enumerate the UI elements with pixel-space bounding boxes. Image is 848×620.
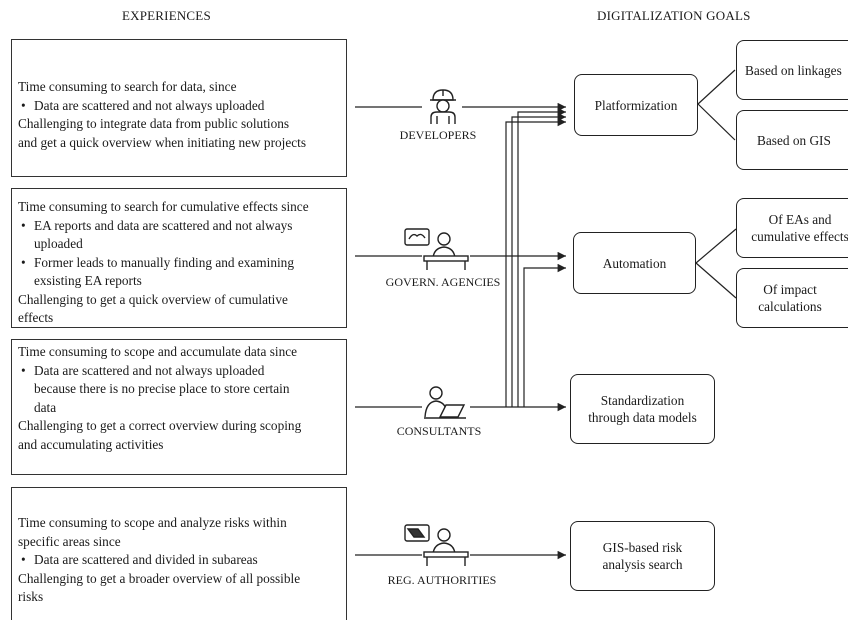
subgoal-eas-cumulative-effects: Of EAs and cumulative effects	[736, 198, 848, 258]
subgoal-based-on-linkages: Based on linkages	[736, 40, 848, 100]
goal-gis-risk-analysis: GIS-based risk analysis search	[570, 521, 715, 591]
subgoal-impact-calculations: Of impact calculations	[736, 268, 848, 328]
experience-text-line: Time consuming to search for data, since	[18, 79, 237, 94]
actor-label-developers: DEVELOPERS	[399, 128, 477, 142]
goals-header: DIGITALIZATION GOALS	[597, 8, 751, 23]
experience-text-line: risks	[18, 589, 44, 604]
bullet-item: Data are scattered and not always upload…	[18, 362, 340, 381]
experience-text-line: because there is no precise place to sto…	[34, 381, 290, 396]
experience-box-government-agencies: Time consuming to search for cumulative …	[11, 188, 347, 328]
government-agent-desk-icon	[404, 228, 469, 270]
actor-label-government-agencies: GOVERN. AGENCIES	[385, 275, 501, 289]
developer-hardhat-icon	[430, 89, 456, 124]
goal-platformization: Platformization	[574, 74, 698, 136]
goal-standardization: Standardization through data models	[570, 374, 715, 444]
consultant-laptop-icon	[424, 386, 466, 419]
experience-text-line: uploaded	[34, 236, 83, 251]
subgoal-based-on-gis: Based on GIS	[736, 110, 848, 170]
experience-text-line: Time consuming to search for cumulative …	[18, 199, 309, 214]
bullet-item: EA reports and data are scattered and no…	[18, 217, 340, 236]
experience-text-line: Time consuming to scope and analyze risk…	[18, 515, 287, 530]
experience-text-line: and accumulating activities	[18, 436, 164, 452]
experience-text-line: specific areas since	[18, 533, 121, 549]
experience-text-line: exsisting EA reports	[34, 273, 142, 288]
goal-automation: Automation	[573, 232, 696, 294]
experience-text-line: Challenging to get a quick overview of c…	[18, 291, 288, 307]
actor-label-regional-authorities: REG. AUTHORITIES	[387, 573, 497, 587]
experience-text-line: Time consuming to scope and accumulate d…	[18, 344, 298, 359]
experience-text-line: Challenging to get a broader overview of…	[18, 570, 301, 586]
experience-text-line: effects	[18, 310, 54, 325]
bullet-item: Data are scattered and not always upload…	[18, 97, 340, 116]
experience-text-line: and get a quick overview when initiating…	[18, 134, 307, 150]
bullet-item: Former leads to manually finding and exa…	[18, 254, 340, 273]
experience-box-consultants: Time consuming to scope and accumulate d…	[11, 339, 347, 475]
experience-text-line: Challenging to get a correct overview du…	[18, 418, 302, 433]
regional-authority-desk-icon	[404, 524, 469, 566]
experiences-header: EXPERIENCES	[122, 8, 211, 23]
experience-box-developers: Time consuming to search for data, since…	[11, 39, 347, 177]
bullet-item: Data are scattered and divided in subare…	[18, 551, 340, 570]
experience-text-line: data	[34, 399, 57, 415]
actor-label-consultants: CONSULTANTS	[396, 424, 482, 438]
experience-text-line: Challenging to integrate data from publi…	[18, 116, 290, 131]
experience-box-regional-authorities: Time consuming to scope and analyze risk…	[11, 487, 347, 620]
